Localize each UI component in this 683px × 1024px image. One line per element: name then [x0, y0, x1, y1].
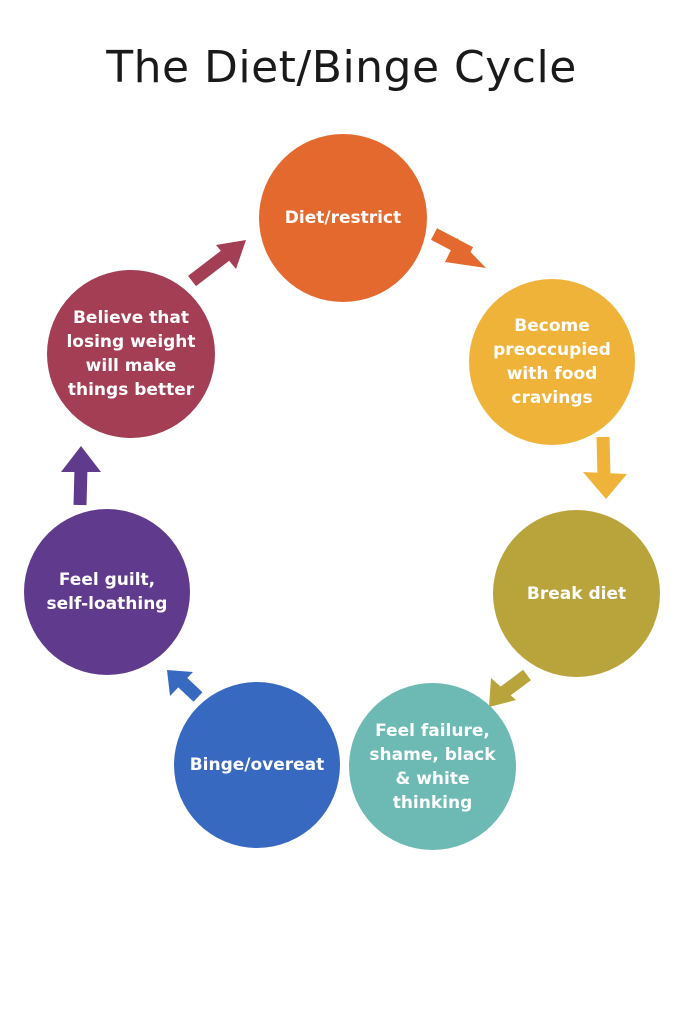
- node-label: Binge/overeat: [189, 755, 325, 775]
- node-believe-weight: Believe that losing weight will make thi…: [47, 270, 215, 438]
- diagram-title: The Diet/Binge Cycle: [106, 42, 577, 93]
- node-label: Break diet: [526, 583, 627, 604]
- node-label: Become preoccupied with food cravings: [493, 316, 611, 408]
- arrow-diet-to-preoccupied: [430, 228, 486, 268]
- node-break-diet: Break diet: [493, 510, 660, 677]
- node-label: Feel failure, shame, black & white think…: [369, 720, 496, 813]
- node-feel-guilt: Feel guilt, self-loathing: [24, 509, 190, 675]
- node-diet-restrict: Diet/restrict: [259, 134, 427, 302]
- arrow-guilt-to-believe: [61, 446, 101, 506]
- node-label: Feel guilt, self-loathing: [46, 570, 168, 614]
- arrow-break-to-failure: [489, 669, 531, 707]
- node-binge-overeat: Binge/overeat: [174, 682, 340, 848]
- node-label: Diet/restrict: [284, 208, 402, 228]
- arrow-preoccupied-to-break: [583, 436, 627, 499]
- arrow-binge-to-guilt: [167, 670, 203, 702]
- node-label: Believe that losing weight will make thi…: [66, 308, 196, 400]
- node-preoccupied: Become preoccupied with food cravings: [469, 279, 635, 445]
- arrow-believe-to-diet: [188, 240, 246, 287]
- node-feel-failure: Feel failure, shame, black & white think…: [349, 683, 516, 850]
